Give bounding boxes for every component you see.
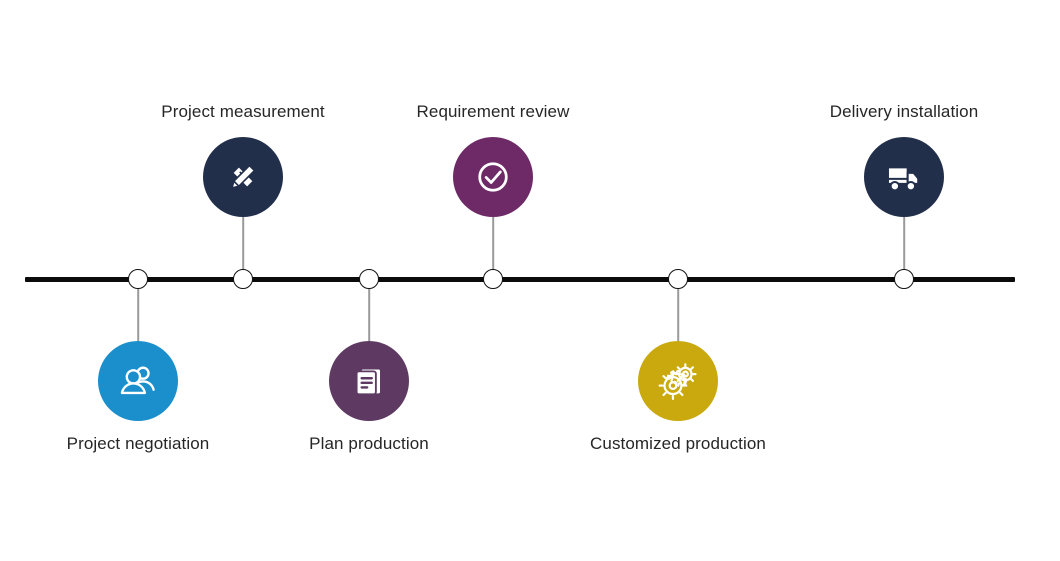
- timeline-node-marker-3[interactable]: [359, 269, 379, 289]
- timeline-node-marker-1[interactable]: [128, 269, 148, 289]
- step-icon-2[interactable]: [203, 137, 283, 217]
- timeline-node-marker-2[interactable]: [233, 269, 253, 289]
- connector-line-4: [492, 217, 494, 279]
- delivery-truck-icon: [882, 155, 926, 199]
- step-icon-6[interactable]: [864, 137, 944, 217]
- timeline-node-marker-5[interactable]: [668, 269, 688, 289]
- connector-line-5: [677, 279, 679, 341]
- timeline-axis: [25, 276, 1015, 282]
- timeline-node-marker-6[interactable]: [894, 269, 914, 289]
- step-label-1: Project negotiation: [66, 434, 210, 453]
- step-icon-3[interactable]: [329, 341, 409, 421]
- connector-line-1: [137, 279, 139, 341]
- step-icon-4[interactable]: [453, 137, 533, 217]
- documents-stack-icon: [347, 359, 391, 403]
- connector-line-3: [368, 279, 370, 341]
- timeline-node-marker-4[interactable]: [483, 269, 503, 289]
- people-group-icon: [116, 359, 160, 403]
- step-icon-5[interactable]: [638, 341, 718, 421]
- connector-line-6: [903, 217, 905, 279]
- step-label-6: Delivery installation: [829, 102, 979, 121]
- step-label-2: Project measurement: [161, 102, 325, 121]
- connector-line-2: [242, 217, 244, 279]
- check-circle-icon: [471, 155, 515, 199]
- step-label-4: Requirement review: [416, 102, 570, 121]
- gears-icon: [656, 359, 700, 403]
- step-label-3: Plan production: [309, 434, 429, 453]
- step-label-5: Customized production: [590, 434, 766, 453]
- ruler-pencil-icon: [221, 155, 265, 199]
- step-icon-1[interactable]: [98, 341, 178, 421]
